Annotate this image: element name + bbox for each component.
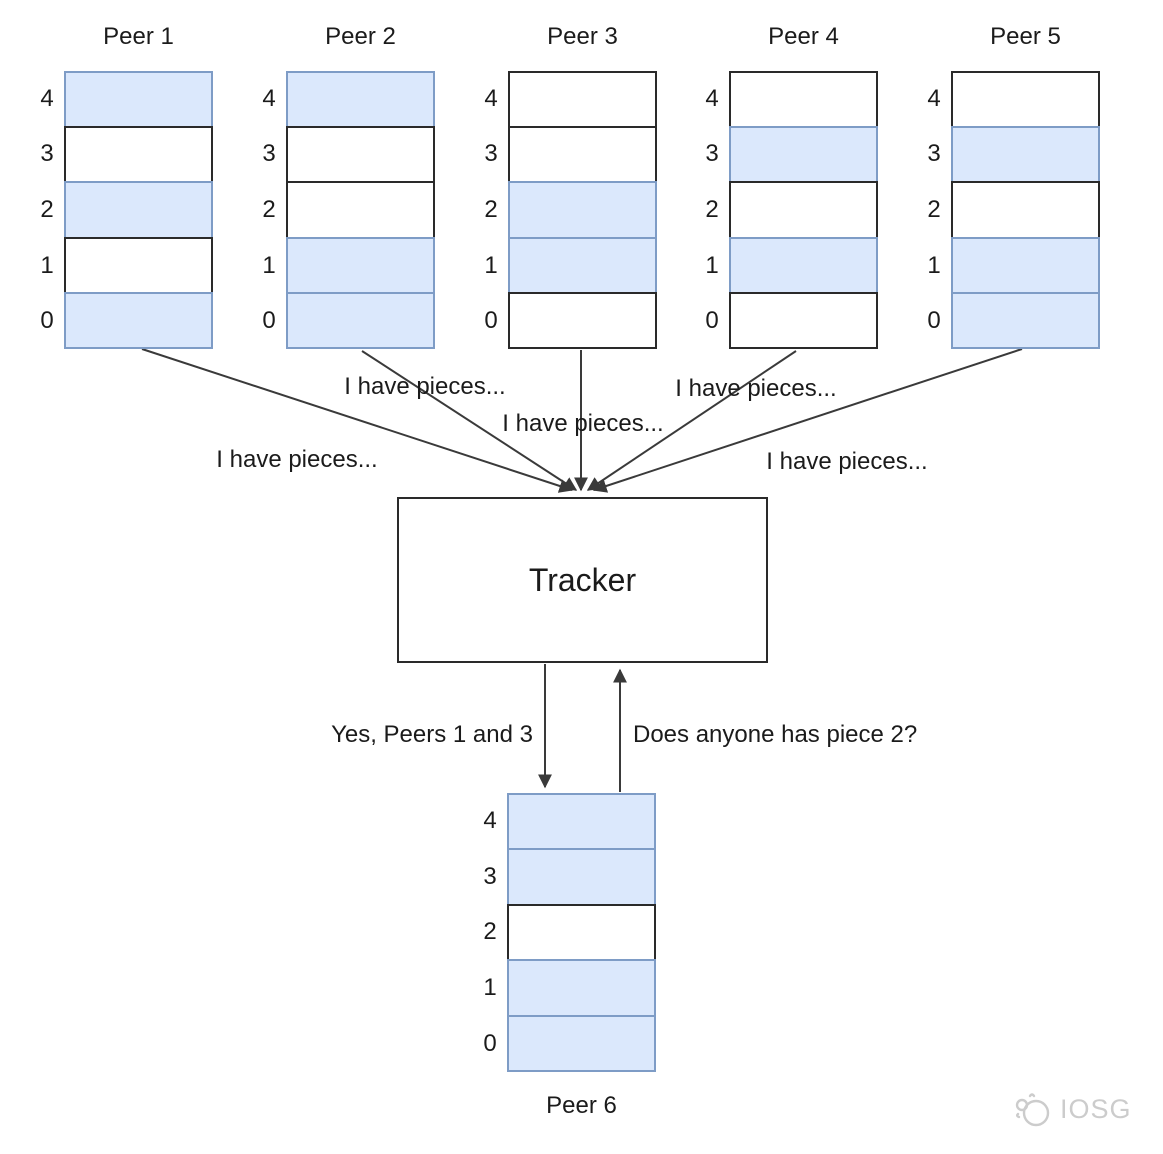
piece-cell-3 (286, 126, 435, 184)
piece-index-label: 1 (927, 251, 941, 279)
piece-cell-0 (286, 291, 435, 350)
piece-index-label: 1 (262, 251, 276, 279)
piece-cell-2 (64, 181, 213, 239)
piece-cell-0 (64, 291, 213, 350)
watermark: IOSG (1010, 1086, 1132, 1132)
piece-index-label: 3 (40, 140, 54, 168)
piece-stack (286, 71, 435, 350)
piece-index-labels: 4 3 2 1 0 (699, 71, 725, 349)
peer-title: Peer 3 (547, 23, 618, 50)
piece-index-label: 2 (705, 195, 719, 223)
announce-label-peer3: I have pieces... (502, 410, 664, 437)
piece-index-label: 3 (484, 140, 498, 168)
tracker-label: Tracker (528, 561, 637, 598)
piece-cell-4 (64, 71, 213, 129)
piece-stack (507, 793, 656, 1073)
announce-label-peer2: I have pieces... (344, 373, 506, 400)
piece-cell-3 (507, 848, 656, 906)
piece-index-label: 0 (483, 1030, 497, 1058)
tracker-reply-label: Yes, Peers 1 and 3 (331, 721, 533, 748)
announce-label-peer1: I have pieces... (216, 446, 378, 473)
piece-cell-4 (508, 71, 657, 129)
piece-cell-0 (729, 291, 878, 350)
piece-cell-4 (507, 793, 656, 851)
peer-column-4: Peer 4 4 3 2 1 0 (705, 23, 878, 350)
piece-index-labels: 4 3 2 1 0 (256, 71, 282, 349)
piece-cell-1 (951, 236, 1100, 294)
piece-index-labels: 4 3 2 1 0 (34, 71, 60, 349)
piece-index-label: 3 (262, 140, 276, 168)
piece-cell-2 (507, 903, 656, 962)
piece-stack (729, 71, 878, 350)
piece-cell-2 (951, 181, 1100, 239)
piece-cell-1 (507, 959, 656, 1017)
peer-column-3: Peer 3 4 3 2 1 0 (484, 23, 657, 350)
peer-column-5: Peer 5 4 3 2 1 0 (927, 23, 1100, 350)
peer-column-1: Peer 1 4 3 2 1 0 (40, 23, 213, 350)
piece-cell-3 (951, 126, 1100, 184)
piece-index-labels: 4 3 2 1 0 (478, 71, 504, 349)
piece-index-label: 4 (483, 806, 497, 834)
piece-cell-1 (64, 236, 213, 294)
piece-index-label: 2 (483, 918, 497, 946)
piece-index-label: 0 (705, 307, 719, 335)
piece-index-label: 4 (927, 84, 941, 112)
peer-column-6: Peer 6 4 3 2 1 0 (483, 793, 656, 1119)
piece-cell-3 (64, 126, 213, 184)
peer6-query-label: Does anyone has piece 2? (633, 721, 918, 748)
tracker-box: Tracker (397, 497, 768, 663)
piece-cell-0 (507, 1014, 656, 1073)
piece-index-label: 3 (483, 862, 497, 890)
piece-stack (951, 71, 1100, 350)
piece-index-label: 2 (927, 195, 941, 223)
piece-index-label: 2 (484, 195, 498, 223)
peer-title: Peer 5 (990, 23, 1061, 50)
piece-index-label: 0 (484, 307, 498, 335)
piece-cell-1 (286, 236, 435, 294)
piece-index-label: 3 (927, 140, 941, 168)
piece-cell-3 (508, 126, 657, 184)
piece-index-label: 4 (40, 84, 54, 112)
piece-cell-3 (729, 126, 878, 184)
watermark-label: IOSG (1060, 1093, 1132, 1124)
piece-cell-2 (729, 181, 878, 239)
piece-stack (64, 71, 213, 350)
piece-index-label: 1 (40, 251, 54, 279)
piece-index-labels: 4 3 2 1 0 (477, 793, 503, 1072)
piece-index-label: 4 (705, 84, 719, 112)
piece-cell-0 (951, 291, 1100, 350)
piece-index-label: 0 (262, 307, 276, 335)
piece-index-label: 4 (262, 84, 276, 112)
piece-stack (508, 71, 657, 350)
peer-title: Peer 6 (546, 1092, 617, 1119)
piece-index-label: 2 (262, 195, 276, 223)
piece-index-label: 3 (705, 140, 719, 168)
piece-index-labels: 4 3 2 1 0 (921, 71, 947, 349)
piece-cell-2 (508, 181, 657, 239)
announce-label-peer4: I have pieces... (675, 375, 837, 402)
peer-title: Peer 2 (325, 23, 396, 50)
peer-title: Peer 1 (103, 23, 174, 50)
piece-cell-1 (729, 236, 878, 294)
piece-cell-0 (508, 291, 657, 350)
piece-index-label: 0 (40, 307, 54, 335)
piece-cell-2 (286, 181, 435, 239)
piece-cell-1 (508, 236, 657, 294)
piece-cell-4 (286, 71, 435, 129)
iosg-logo-icon (1015, 1093, 1050, 1127)
piece-cell-4 (951, 71, 1100, 129)
announce-label-peer5: I have pieces... (766, 448, 928, 475)
peer-title: Peer 4 (768, 23, 839, 50)
piece-index-label: 1 (705, 251, 719, 279)
piece-index-label: 0 (927, 307, 941, 335)
peer-column-2: Peer 2 4 3 2 1 0 (262, 23, 435, 350)
piece-index-label: 1 (483, 974, 497, 1002)
piece-cell-4 (729, 71, 878, 129)
piece-index-label: 1 (484, 251, 498, 279)
piece-index-label: 4 (484, 84, 498, 112)
piece-index-label: 2 (40, 195, 54, 223)
